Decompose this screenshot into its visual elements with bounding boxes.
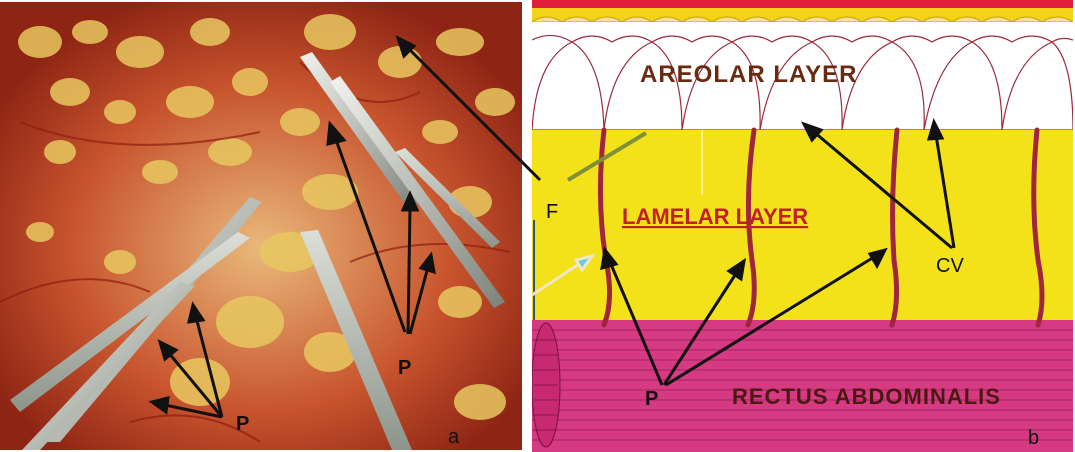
schematic-drawing: AREOLAR LAYER LAMELAR LAYER RECTUS ABDOM… [532, 0, 1073, 452]
surgical-photo-drawing: P P a [0, 2, 522, 450]
panel-b-letter: b [1028, 427, 1039, 449]
panel-a-letter: a [448, 426, 460, 448]
panel-b-schematic: AREOLAR LAYER LAMELAR LAYER RECTUS ABDOM… [532, 0, 1073, 452]
lamelar-layer-title: LAMELAR LAYER [622, 204, 808, 229]
panel-a-surgical-photo: P P a [0, 2, 522, 450]
panel-a-p-label-right: P [398, 357, 411, 379]
label-cv: CV [936, 255, 964, 277]
panel-a-p-label-left: P [236, 413, 249, 435]
skin-stripe-red [532, 0, 1073, 8]
label-p: P [645, 388, 658, 410]
label-f: F [546, 201, 558, 223]
areolar-layer-title: AREOLAR LAYER [640, 61, 857, 88]
rectus-abdominalis-title: RECTUS ABDOMINALIS [732, 384, 1001, 409]
